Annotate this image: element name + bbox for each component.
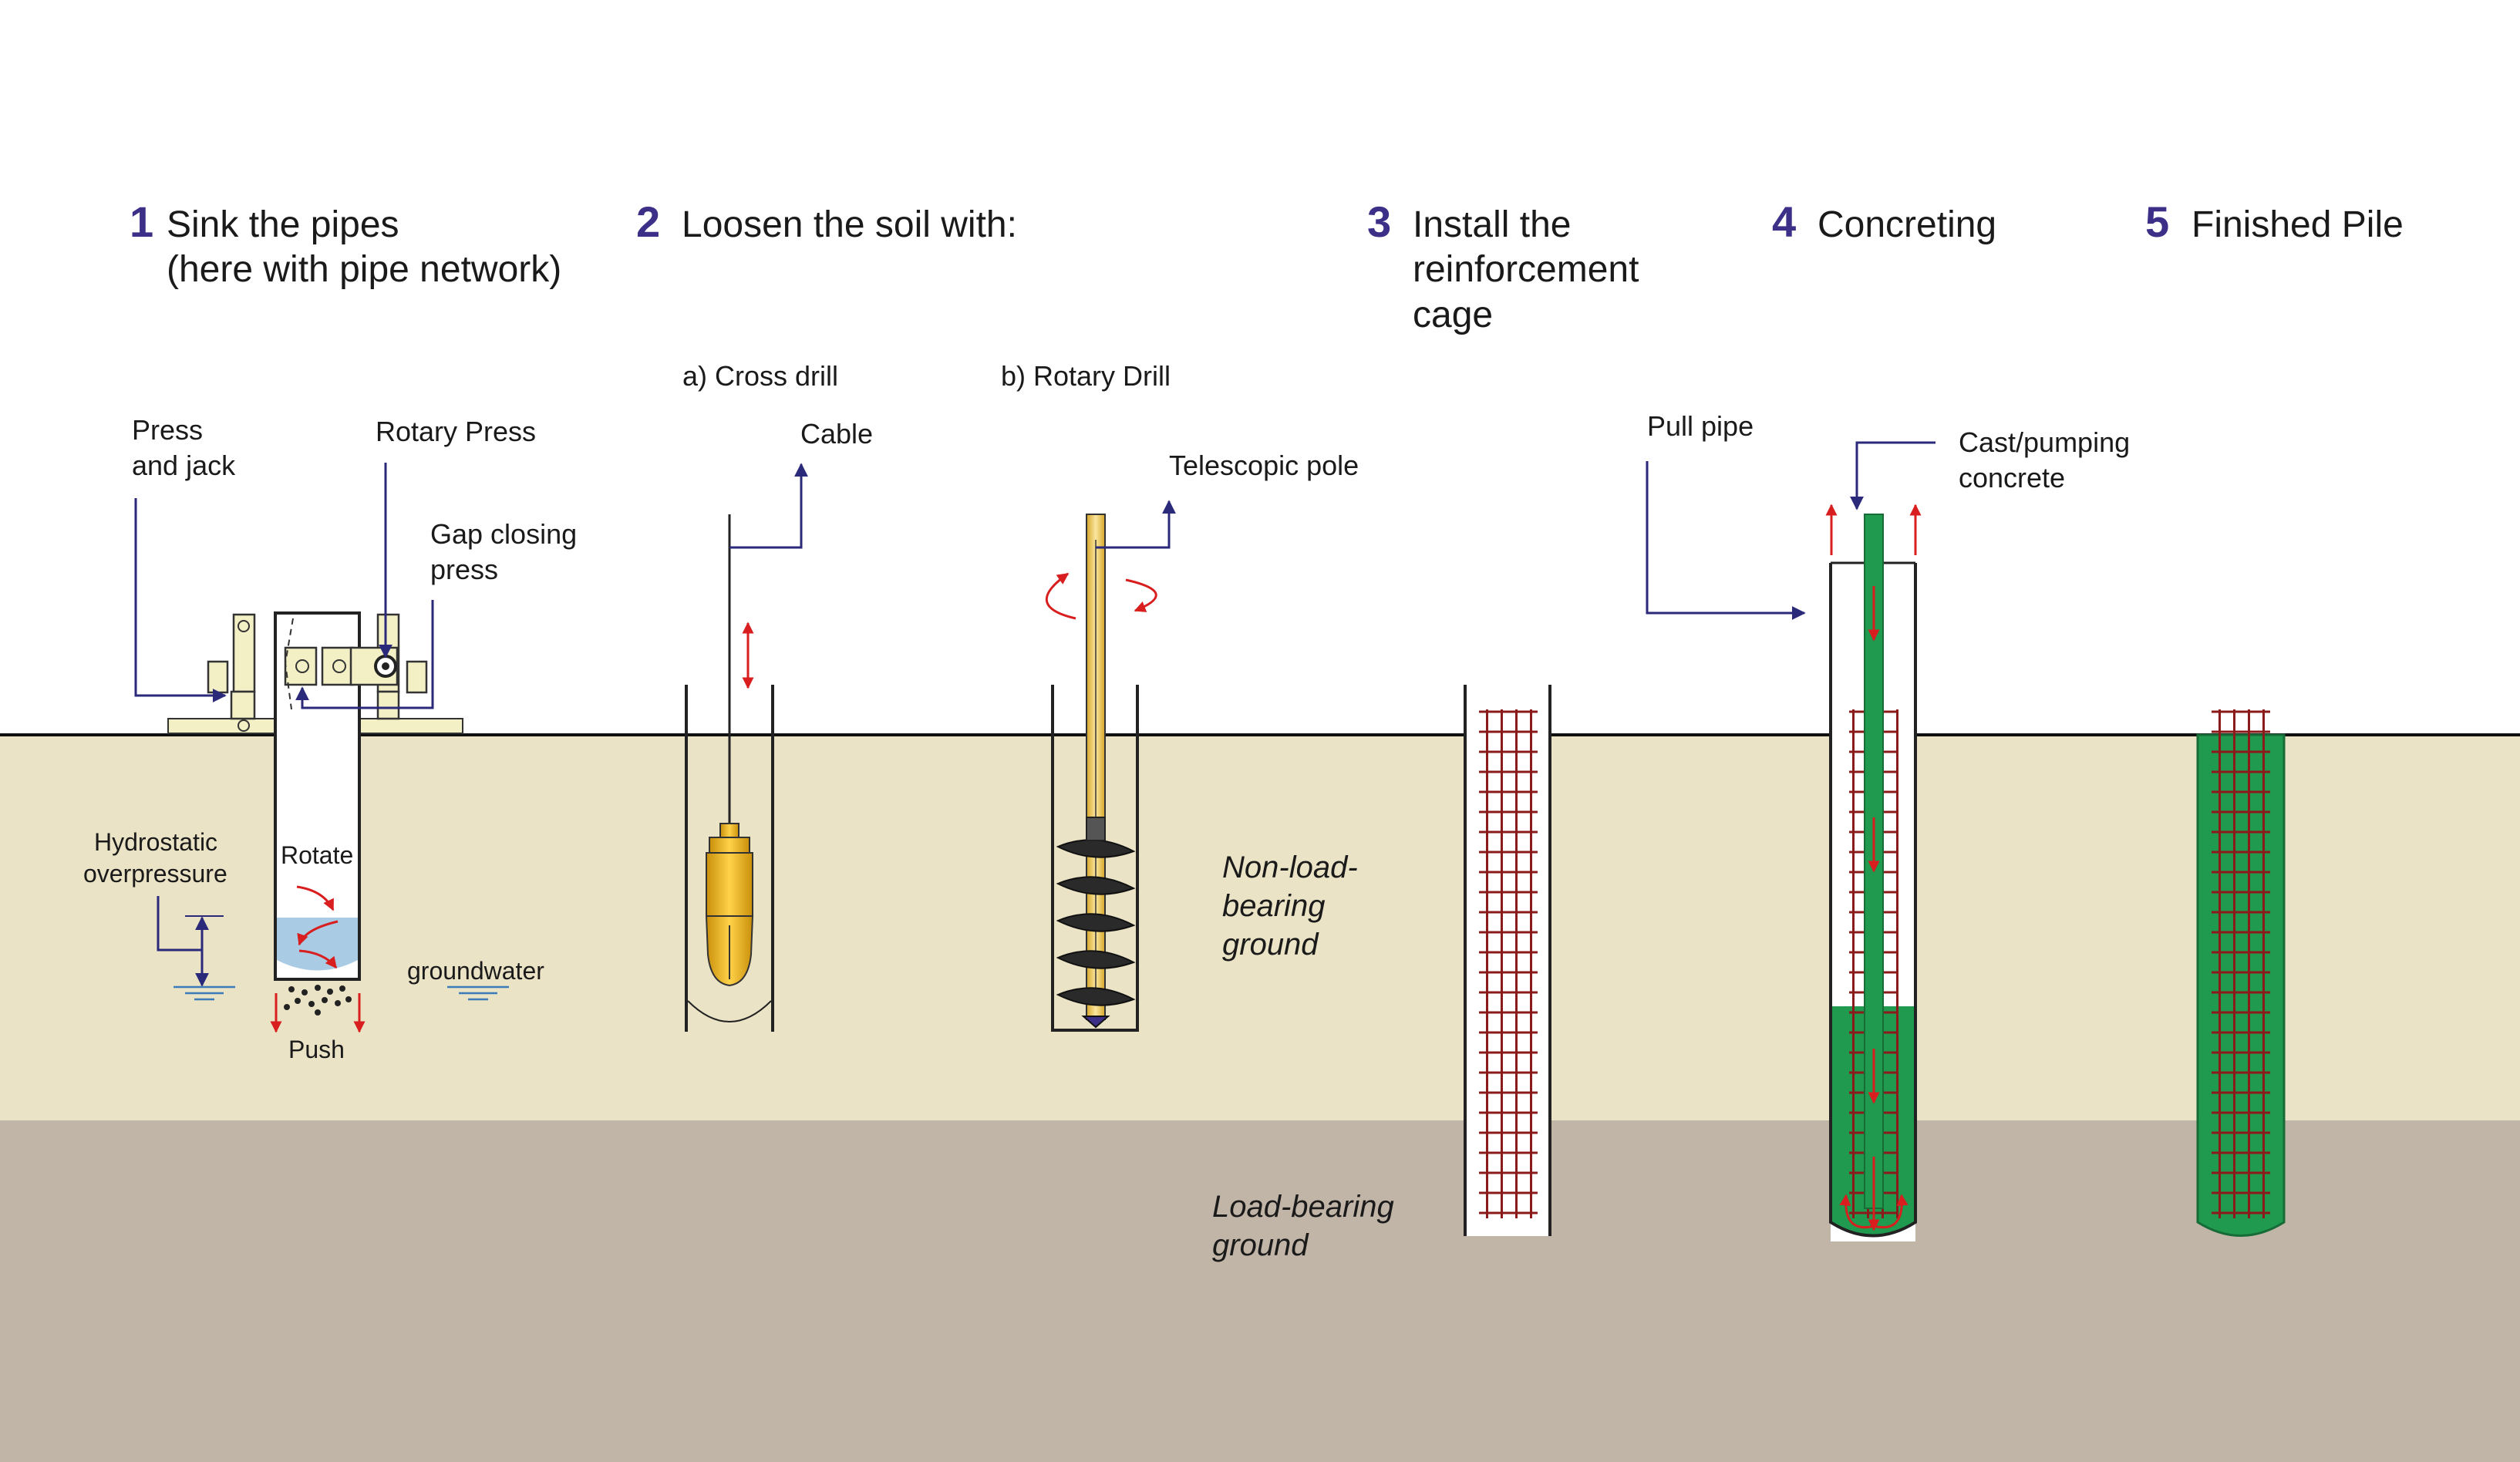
step-3-illustration <box>1464 685 1551 1236</box>
water-in-pipe <box>277 918 358 971</box>
label-pull-pipe: Pull pipe <box>1647 410 1754 442</box>
step-5-title: Finished Pile <box>2192 204 2404 245</box>
label-press: Press <box>132 414 203 446</box>
drill-bit-icon <box>705 823 754 987</box>
cast-concrete-leader <box>1850 441 1935 510</box>
step-3-title: Install the <box>1413 204 1571 245</box>
groundwater-icon-2 <box>447 985 509 1001</box>
rotation-arrow-icon-2 <box>1045 572 1076 620</box>
step-4-illustration: Pull pipe Cast/pumping concrete <box>1646 410 2130 1241</box>
label-telescopic-pole: Telescopic pole <box>1169 450 1359 481</box>
label-concrete: concrete <box>1959 462 2065 494</box>
label-cable: Cable <box>800 418 873 450</box>
label-rotary-drill: b) Rotary Drill <box>1001 360 1171 392</box>
step-2-title: Loosen the soil with: <box>682 204 1017 245</box>
rotate-arrow-icon <box>296 885 335 911</box>
pull-pipe-leader <box>1646 461 1806 620</box>
label-cross-drill: a) Cross drill <box>682 360 838 392</box>
hydrostatic-leader <box>157 896 202 952</box>
label-gap-closing: Gap closing <box>430 518 577 550</box>
cable-leader <box>729 463 808 549</box>
load-bearing-ground <box>0 1120 2520 1462</box>
reinforcement-cage <box>1479 709 1538 1218</box>
label-bearing: bearing <box>1222 889 1325 923</box>
label-overpressure: overpressure <box>83 860 227 888</box>
step-2b-illustration: b) Rotary Drill Telescopic pole <box>1001 360 1359 1032</box>
step-3-title-line3: cage <box>1413 295 1493 335</box>
step-5-heading: 5 Finished Pile <box>2145 197 2404 246</box>
press-jack-leader <box>134 498 227 702</box>
step-4-heading: 4 Concreting <box>1772 197 1996 246</box>
concrete-flow-arrows <box>1839 586 1909 1231</box>
rotate-arrow-icon-2 <box>297 920 339 946</box>
loosened-soil-dots <box>284 985 352 1016</box>
pole-leader <box>1096 500 1176 549</box>
label-rotary-press: Rotary Press <box>376 416 536 447</box>
pile-cage <box>2212 709 2270 1218</box>
gap-closing-leader <box>295 600 434 709</box>
rotation-arrow-icon <box>1125 578 1157 612</box>
auger-icon <box>1056 839 1136 1029</box>
label-press-2: press <box>430 554 498 585</box>
step-2-heading: 2 Loosen the soil with: <box>636 197 1017 246</box>
cross-drill-borehole <box>685 685 774 1032</box>
label-hydrostatic: Hydrostatic <box>94 828 217 856</box>
rotate-arrow-icon-3 <box>298 949 338 969</box>
step-1-heading: 1 Sink the pipes (here with pipe network… <box>130 197 561 290</box>
rotary-drill-borehole <box>1051 685 1139 1032</box>
label-and-jack: and jack <box>132 450 236 481</box>
label-push: Push <box>288 1036 345 1063</box>
groundwater-icon <box>174 985 235 1001</box>
step-5-number: 5 <box>2145 197 2169 246</box>
label-non-load-bearing: Non-load- <box>1222 851 1358 884</box>
step-3-title-line2: reinforcement <box>1413 249 1639 290</box>
step-1-subtitle: (here with pipe network) <box>167 249 561 290</box>
label-cast-pumping: Cast/pumping <box>1959 426 2130 458</box>
label-load-ground: ground <box>1212 1228 1309 1262</box>
label-ground: ground <box>1222 928 1319 962</box>
step-4-title: Concreting <box>1818 204 1996 245</box>
label-groundwater: groundwater <box>407 957 544 985</box>
non-load-bearing-ground <box>0 735 2520 1120</box>
label-load-bearing: Load-bearing <box>1212 1190 1394 1224</box>
step-4-number: 4 <box>1772 197 1796 246</box>
step-5-illustration <box>2196 709 2286 1237</box>
step-3-number: 3 <box>1367 197 1391 246</box>
label-rotate: Rotate <box>281 841 353 869</box>
step-3-heading: 3 Install the reinforcement cage <box>1367 197 1639 335</box>
step-2-number: 2 <box>636 197 660 246</box>
step-2a-illustration: a) Cross drill Cable <box>682 360 873 1032</box>
step-1-illustration: Press and jack Rotary Press Gap closing … <box>83 414 577 1063</box>
machine-base-left <box>167 718 277 734</box>
step-1-number: 1 <box>130 197 153 246</box>
step-1-title: Sink the pipes <box>167 204 399 245</box>
